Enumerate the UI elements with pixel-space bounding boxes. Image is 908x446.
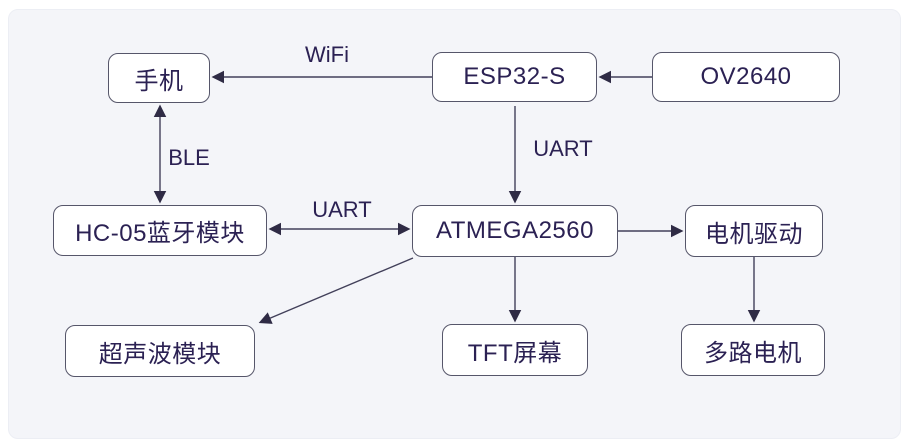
edge-label-uart-hc05: UART [312,197,372,222]
node-phone: 手机 [108,53,210,103]
node-hc05-bluetooth: HC-05蓝牙模块 [53,205,267,256]
node-ov2640: OV2640 [652,52,840,102]
node-motor-driver: 电机驱动 [685,205,823,257]
node-tft-screen: TFT屏幕 [442,324,588,376]
edge-label-wifi: WiFi [305,42,349,67]
edge-label-uart-esp32: UART [533,136,593,161]
node-atmega2560: ATMEGA2560 [412,205,618,257]
node-esp32: ESP32-S [432,52,597,102]
edge-label-ble: BLE [168,145,210,170]
node-multi-motor: 多路电机 [681,324,825,376]
node-ultrasonic: 超声波模块 [65,325,255,377]
